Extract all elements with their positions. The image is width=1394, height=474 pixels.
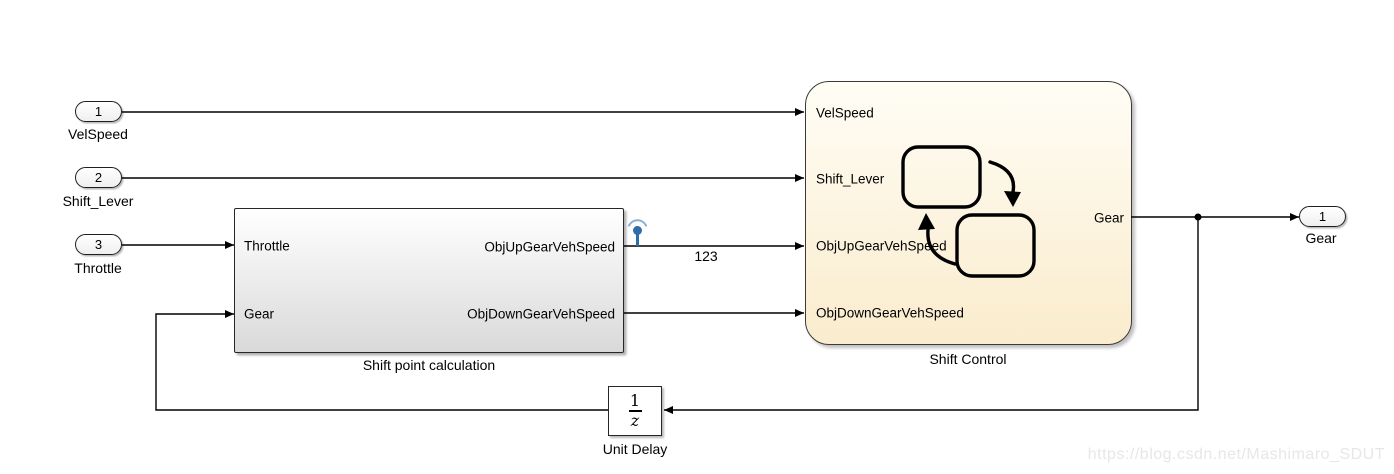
subsystem-output-objupgearvehspeed: ObjUpGearVehSpeed (484, 239, 615, 255)
subsystem-title: Shift point calculation (362, 357, 496, 373)
fraction-bar (628, 410, 642, 412)
outport-gear-label: Gear (1305, 230, 1337, 246)
outport-gear-number: 1 (1318, 209, 1327, 224)
inport-velspeed[interactable]: 1 (75, 101, 122, 122)
watermark: https://blog.csdn.net/Mashimaro_SDUT (1087, 446, 1385, 463)
inport-shift-lever-number: 2 (94, 170, 103, 185)
chart-input-objdowngearvehspeed: ObjDownGearVehSpeed (816, 305, 964, 321)
unit-delay-title: Unit Delay (602, 441, 668, 457)
inport-shift-lever-label: Shift_Lever (62, 193, 134, 209)
inport-shift-lever[interactable]: 2 (75, 167, 122, 188)
inport-throttle-label: Throttle (74, 260, 122, 276)
unit-delay-numerator: 1 (629, 390, 641, 410)
chart-input-shift-lever: Shift_Lever (816, 171, 885, 187)
unit-delay-denominator: z (630, 411, 640, 431)
subsystem-input-gear: Gear (244, 306, 275, 322)
branch-point-dot (1194, 213, 1202, 221)
chart-output-gear: Gear (1093, 210, 1124, 226)
chart-title: Shift Control (929, 351, 1007, 367)
unit-delay-block[interactable]: 1 z (608, 386, 662, 436)
inport-velspeed-number: 1 (94, 104, 103, 119)
chart-input-objupgearvehspeed: ObjUpGearVehSpeed (816, 238, 947, 254)
chart-input-velspeed: VelSpeed (816, 105, 874, 121)
subsystem-output-objdowngearvehspeed: ObjDownGearVehSpeed (467, 306, 615, 322)
signal-name-label: 123 (694, 248, 718, 264)
subsystem-input-throttle: Throttle (244, 238, 290, 254)
testpoint-icon[interactable] (628, 219, 647, 246)
inport-throttle-number: 3 (94, 237, 103, 252)
inport-velspeed-label: VelSpeed (68, 126, 128, 142)
outport-gear[interactable]: 1 (1299, 206, 1346, 227)
chart-shift-control[interactable]: VelSpeed Shift_Lever ObjUpGearVehSpeed O… (805, 81, 1132, 345)
inport-throttle[interactable]: 3 (75, 234, 122, 255)
subsystem-shift-point-calculation[interactable]: Throttle Gear ObjUpGearVehSpeed ObjDownG… (234, 208, 624, 353)
